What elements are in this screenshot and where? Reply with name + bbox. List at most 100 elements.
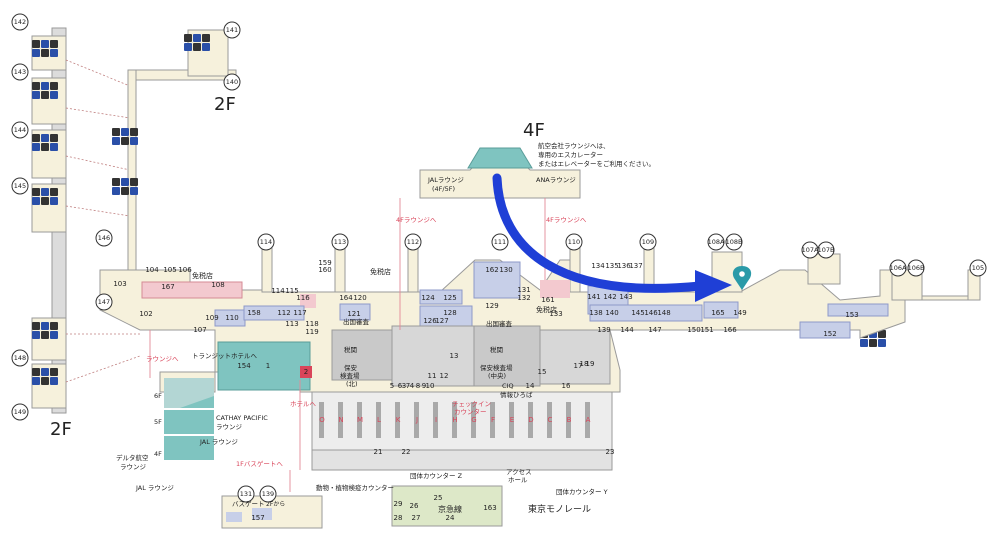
cathay-sub: ラウンジ [216, 423, 243, 431]
from-2f-label: 2Fから [266, 501, 285, 508]
gate-label: 106A [890, 264, 907, 272]
facility-icon [41, 40, 49, 48]
gate-108a[interactable]: 108A [707, 233, 725, 251]
facility-icon [41, 377, 49, 385]
gate-149[interactable]: 149 [11, 403, 29, 421]
gate-112[interactable]: 112 [404, 233, 422, 251]
room-26: 26 [410, 502, 419, 510]
room-112: 112 [277, 309, 290, 317]
gate-106b[interactable]: 106B [907, 259, 925, 277]
facility-icon [50, 322, 58, 330]
side-lounges [164, 378, 214, 460]
room-28: 28 [394, 514, 403, 522]
jal-side-label: JAL ラウンジ [199, 438, 238, 446]
room-22: 22 [402, 448, 411, 456]
room-19: 19 [586, 360, 595, 368]
checkin-island-c [547, 402, 552, 438]
gate-142[interactable]: 142 [11, 13, 29, 31]
gate-147[interactable]: 147 [95, 293, 113, 311]
bus-gate-label: バスゲート [232, 499, 265, 508]
gate-label: 106B [908, 264, 925, 272]
gate-145[interactable]: 145 [11, 177, 29, 195]
gate-106a[interactable]: 106A [889, 259, 907, 277]
facility-icon [32, 331, 40, 339]
hoan-right2: (中央) [488, 371, 506, 380]
gate-143[interactable]: 143 [11, 63, 29, 81]
gate-105[interactable]: 105 [969, 259, 987, 277]
room-145: 145 [631, 309, 644, 317]
gate-label: 114 [260, 238, 272, 246]
facility-icon [193, 43, 201, 51]
gate-114[interactable]: 114 [257, 233, 275, 251]
room-146: 146 [644, 309, 658, 317]
facility-icon [50, 331, 58, 339]
checkin-island-a [585, 402, 590, 438]
room-137: 137 [629, 262, 642, 270]
room-158: 158 [247, 309, 260, 317]
facility-icon [202, 34, 210, 42]
room-162: 162 [485, 266, 498, 274]
gate-108b[interactable]: 108B [725, 233, 743, 251]
gate-label: 147 [98, 298, 110, 306]
gate-144[interactable]: 144 [11, 121, 29, 139]
room-165: 165 [711, 309, 724, 317]
room-7: 7 [406, 382, 410, 390]
cathay-label: CATHAY PACIFIC [216, 414, 268, 422]
four-f-note-3: またはエレベーターをご利用ください。 [538, 159, 655, 168]
room-154: 154 [237, 362, 251, 370]
facility-icon [121, 137, 129, 145]
facility-icon [41, 322, 49, 330]
side-floor-5f: 5F [154, 418, 162, 426]
room-134: 134 [591, 262, 605, 270]
room-163: 163 [483, 504, 496, 512]
room-108: 108 [211, 281, 224, 289]
room-4: 4 [410, 382, 415, 390]
room-2: 2 [304, 368, 308, 376]
room-120: 120 [353, 294, 366, 302]
room-129: 129 [485, 302, 498, 310]
gate-141[interactable]: 141 [223, 21, 241, 39]
gate-140[interactable]: 140 [223, 73, 241, 91]
shukkoku-left: 出国審査 [343, 317, 370, 326]
checkin-letter-j: J [415, 416, 418, 424]
group-counter-y: 団体カウンター Y [556, 487, 608, 496]
room-138: 138 [589, 309, 602, 317]
gate-131[interactable]: 131 [237, 485, 255, 503]
gate-label: 105 [972, 264, 984, 272]
main-terminal [99, 245, 981, 527]
room-118: 118 [305, 320, 318, 328]
gate-109[interactable]: 109 [639, 233, 657, 251]
hotel-label: ホテルへ [290, 400, 317, 408]
gate-110[interactable]: 110 [565, 233, 583, 251]
gate-label: 109 [642, 238, 654, 246]
facility-icon [193, 34, 201, 42]
checkin-letter-m: M [357, 416, 363, 424]
gate-107a[interactable]: 107A [801, 241, 819, 259]
room-143: 143 [619, 293, 632, 301]
facility-icon [32, 322, 40, 330]
gate-113[interactable]: 113 [331, 233, 349, 251]
room-144: 144 [620, 326, 634, 334]
room-119: 119 [305, 328, 318, 336]
checkin-letter-o: O [319, 416, 325, 424]
gate-label: 144 [14, 126, 26, 134]
facility-icon [32, 368, 40, 376]
gate-107b[interactable]: 107B [817, 241, 835, 259]
facility-icon [878, 330, 886, 338]
gate-label: 141 [226, 26, 238, 34]
gate-139[interactable]: 139 [259, 485, 277, 503]
gate-111[interactable]: 111 [491, 233, 509, 251]
gate-146[interactable]: 146 [95, 229, 113, 247]
facility-icon [202, 43, 210, 51]
room-152: 152 [823, 330, 836, 338]
floor-label-2f-top: 2F [214, 94, 236, 115]
gate-148[interactable]: 148 [11, 349, 29, 367]
room-114: 114 [271, 287, 285, 295]
hoan-left3: (北) [346, 380, 358, 388]
room-147: 147 [648, 326, 661, 334]
menzeiten-right: 免税店 [536, 305, 557, 314]
gate-label: 111 [494, 238, 506, 246]
gate-label: 146 [98, 234, 110, 242]
checkin-island-n [338, 402, 343, 438]
